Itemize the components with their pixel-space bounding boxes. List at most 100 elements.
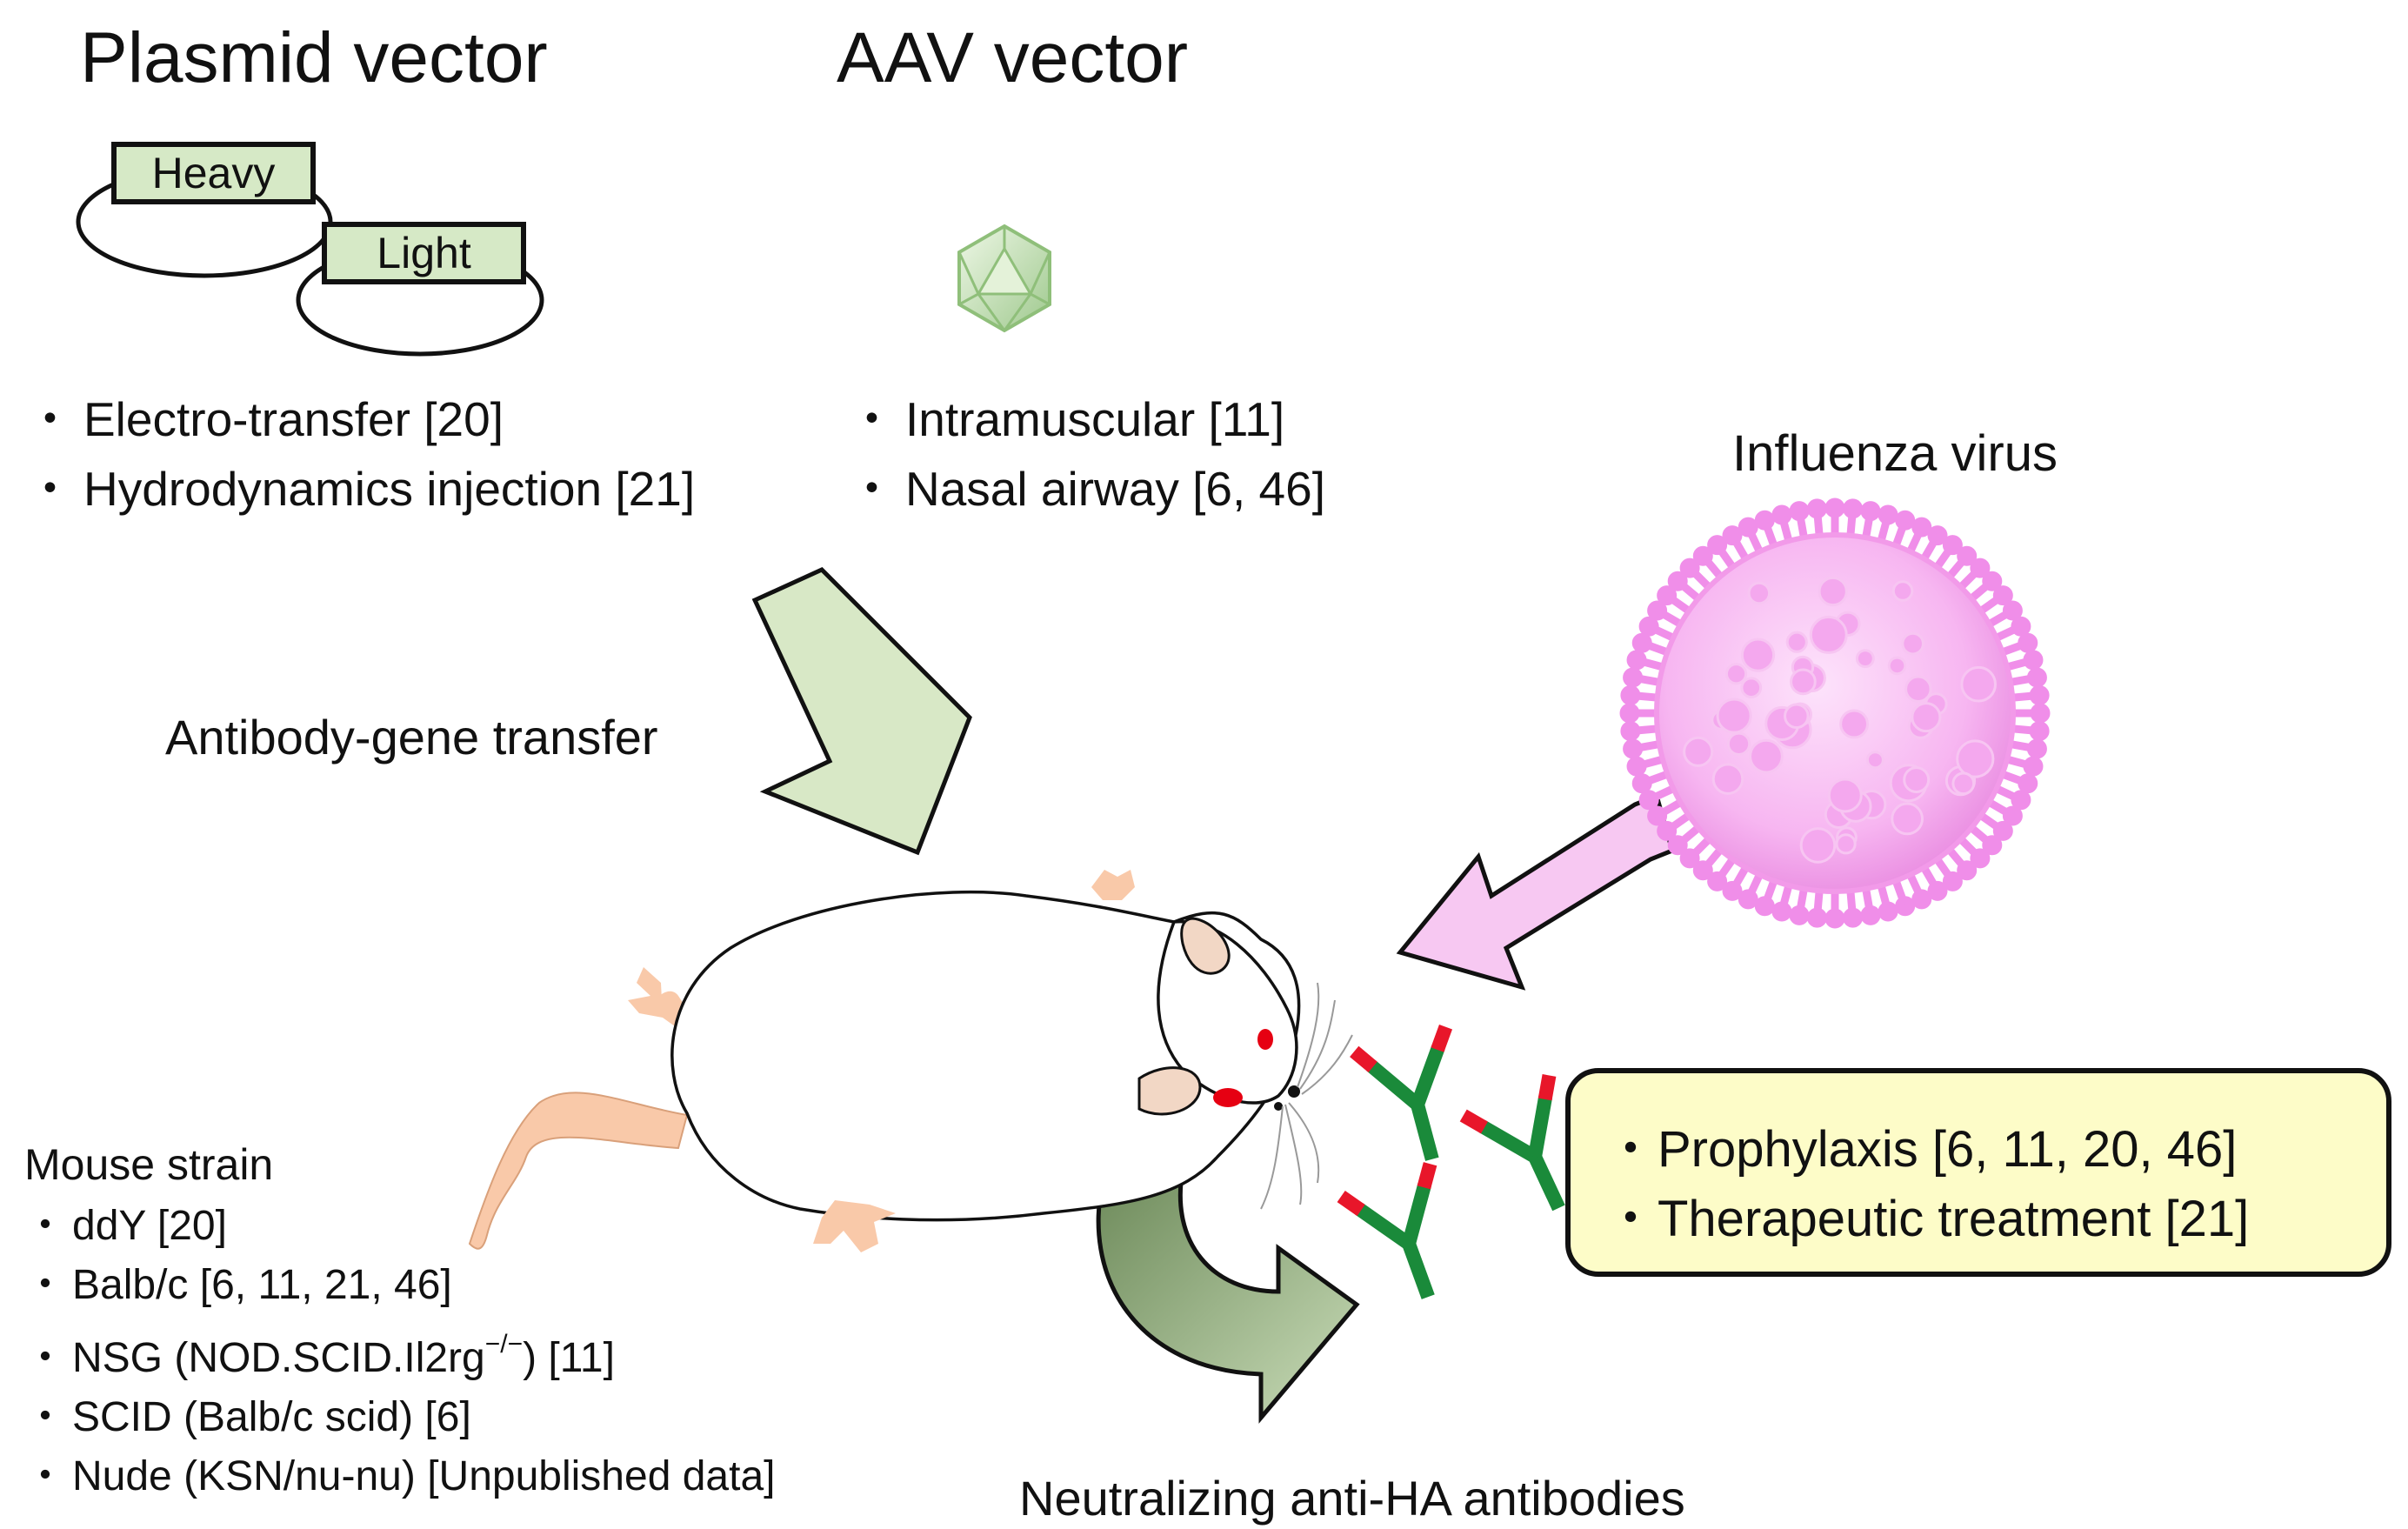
virus-spike-tip	[1860, 501, 1881, 522]
virus-spike-tip	[1927, 525, 1948, 546]
virus-spike-tip	[1860, 905, 1881, 925]
virus-spike-tip	[1942, 535, 1963, 556]
virus-spike-tip	[1992, 585, 2013, 606]
virus-spike-tip	[1657, 585, 1678, 606]
virus-knob	[1855, 649, 1875, 669]
mouse-strain-item: ・SCID (Balb/c scid) [6]	[24, 1388, 775, 1447]
virus-knob	[1740, 677, 1763, 699]
virus-spike-tip	[1806, 907, 1827, 928]
virus-spike-tip	[1626, 650, 1647, 671]
virus-knob	[1904, 675, 1932, 704]
antibody-segment	[1528, 1095, 1553, 1158]
virus-knob	[1839, 709, 1870, 739]
bullet-mark: ・	[1605, 1191, 1657, 1247]
light-chain-label: Light	[377, 229, 471, 277]
mouse-strain-item: ・NSG (NOD.SCID.Il2rg−/−) [11]	[24, 1315, 775, 1388]
antibody-icon	[1350, 1024, 1453, 1161]
antibody-segment	[1459, 1109, 1488, 1134]
virus-spike-tip	[1789, 905, 1810, 925]
mouse-strain-list: ・ddY [20] ・Balb/c [6, 11, 21, 46] ・NSG (…	[24, 1197, 775, 1506]
gene-transfer-label: Antibody-gene transfer	[165, 710, 658, 764]
outcome-list: ・Prophylaxis [6, 11, 20, 46] ・Therapeuti…	[1605, 1115, 2249, 1254]
plasmid-route-item: ・Hydrodynamics injection [21]	[26, 454, 695, 524]
virus-knob	[1887, 656, 1907, 676]
bullet-mark: ・	[24, 1453, 67, 1499]
plasmid-vector-title: Plasmid vector	[80, 18, 548, 97]
virus-spike-tip	[1911, 889, 1932, 910]
virus-spike-tip	[2011, 616, 2031, 637]
virus-spike-tip	[1657, 820, 1678, 841]
outcome-item: ・Prophylaxis [6, 11, 20, 46]	[1605, 1115, 2249, 1185]
antibody-segment	[1478, 1120, 1538, 1163]
virus-knob	[1799, 827, 1837, 864]
virus-knob	[1835, 833, 1857, 855]
virus-spike-tip	[1647, 805, 1668, 826]
virus-knob	[1747, 581, 1771, 605]
virus-spike-tip	[1623, 667, 1644, 688]
outcome-box: ・Prophylaxis [6, 11, 20, 46] ・Therapeuti…	[1565, 1068, 2391, 1277]
virus-spike-tip	[1789, 501, 1810, 522]
virus-spike-tip	[1824, 908, 1845, 929]
antibodies-label: Neutralizing anti-HA antibodies	[1019, 1471, 1685, 1526]
antibody-icon	[1337, 1162, 1437, 1299]
virus-spike-tip	[1843, 498, 1864, 519]
virus-spike-tip	[1623, 738, 1644, 759]
bullet-mark: ・	[1605, 1121, 1657, 1178]
virus-spike-tip	[1824, 497, 1845, 518]
antibody-segment	[1402, 1183, 1431, 1246]
bullet-mark: ・	[848, 462, 897, 516]
bullet-mark: ・	[24, 1262, 67, 1308]
virus-spike-tip	[1679, 558, 1700, 578]
plasmid-route-item: ・Electro-transfer [20]	[26, 384, 695, 454]
virus-spike-tip	[1619, 703, 1640, 724]
virus-spike-tip	[1911, 517, 1932, 537]
mouse-strain-item: ・Nude (KSN/nu-nu) [Unpublished data]	[24, 1447, 775, 1506]
virus-knob	[1740, 638, 1776, 672]
virus-knob	[1951, 771, 1976, 796]
virus-attack-arrow	[1396, 792, 1676, 991]
virus-spike-tip	[1738, 889, 1758, 910]
virus-spike-tip	[1754, 896, 1775, 917]
heavy-chain-box: Heavy	[111, 142, 316, 204]
virus-spike-tip	[1626, 756, 1647, 777]
virus-spike-tip	[1620, 684, 1641, 705]
virus-knob	[1865, 751, 1884, 770]
aav-capsid-icon	[957, 224, 1051, 333]
virus-knob	[1726, 731, 1751, 757]
aav-route-item: ・Intramuscular [11]	[848, 384, 1325, 454]
aav-route-list: ・Intramuscular [11] ・Nasal airway [6, 46…	[848, 384, 1325, 524]
virus-knob	[1891, 802, 1924, 836]
virus-spike-tip	[2023, 756, 2044, 777]
virus-spike-tip	[1806, 498, 1827, 519]
light-chain-box: Light	[322, 222, 526, 284]
bullet-mark: ・	[24, 1203, 67, 1249]
virus-spike-tip	[1679, 848, 1700, 869]
virus-spike-tip	[1631, 632, 1652, 653]
virus-knob	[1901, 631, 1924, 656]
virus-spike-tip	[2026, 738, 2047, 759]
virus-spike-tip	[1707, 871, 1728, 891]
expression-curve-arrow	[1096, 1167, 1360, 1424]
virus-knob	[1818, 576, 1848, 607]
outcome-item: ・Therapeutic treatment [21]	[1605, 1185, 2249, 1254]
antibody-segment	[1409, 1098, 1439, 1161]
virus-knob	[1911, 702, 1942, 733]
virus-spike-tip	[1692, 545, 1713, 566]
virus-knob	[1749, 738, 1784, 774]
antibody-segment	[1337, 1190, 1365, 1217]
plasmid-route-list: ・Electro-transfer [20] ・Hydrodynamics in…	[26, 384, 695, 524]
virus-spike-tip	[1970, 558, 1991, 578]
virus-knob	[1785, 631, 1808, 653]
antibody-icon	[1459, 1074, 1565, 1212]
virus-spike-tip	[1843, 907, 1864, 928]
virus-spike-tip	[1722, 880, 1743, 901]
virus-spike-tip	[1878, 901, 1898, 922]
antibody-segment	[1417, 1162, 1437, 1190]
bullet-mark: ・	[848, 392, 897, 446]
virus-spike-tip	[1771, 504, 1792, 525]
heavy-chain-label: Heavy	[151, 149, 276, 197]
virus-spike-tip	[1631, 773, 1652, 794]
virus-knob	[1711, 763, 1744, 795]
virus-spike-tip	[1878, 504, 1898, 525]
virus-spike-tip	[1707, 535, 1728, 556]
